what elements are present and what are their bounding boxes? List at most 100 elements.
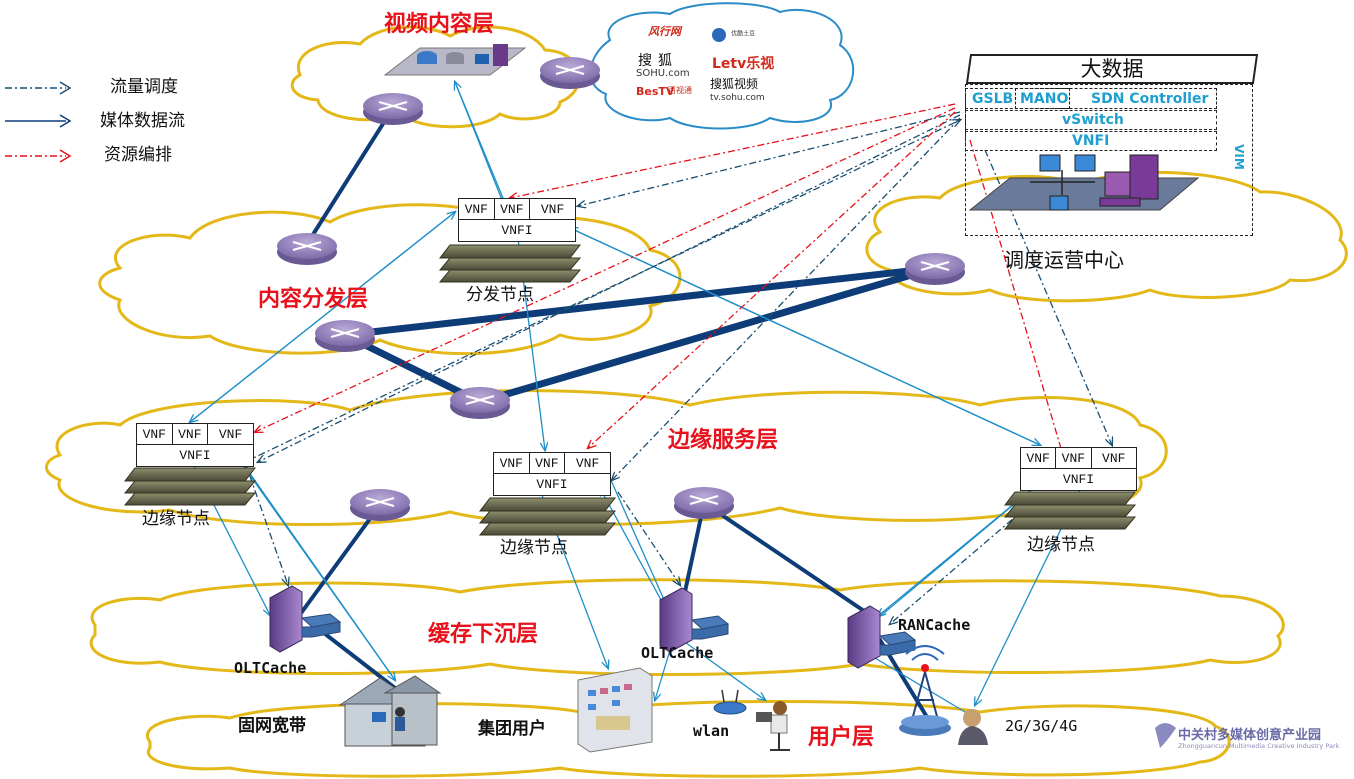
cloud-user — [146, 700, 1231, 778]
vnf-cell: VNF — [137, 424, 173, 444]
layer-title-content-distribution: 内容分发层 — [258, 287, 369, 312]
vnf-cell: VNF — [530, 453, 566, 473]
traffic-scheduling-flows — [244, 111, 1112, 624]
vnf-box-edge-right: VNF VNF VNF VNFI — [1020, 447, 1137, 491]
vnfi-cell: VNFI — [179, 448, 211, 463]
layer-title-edge-service: 边缘服务层 — [668, 428, 779, 453]
edge-node-label-left: 边缘节点 — [142, 509, 210, 529]
router-icon — [363, 93, 423, 125]
vswitch-row — [965, 110, 1217, 130]
provider-sohu-video-logo: 搜狐视频 — [710, 77, 759, 91]
router-icon — [315, 320, 375, 352]
mano-label: MANO — [1020, 91, 1069, 107]
router-icon — [674, 487, 734, 519]
vnf-cell: VNF — [173, 424, 209, 444]
provider-bestv-cn-label: 百视通 — [668, 86, 692, 95]
gslb-label: GSLB — [972, 91, 1014, 107]
link-olt1-to-home — [318, 628, 397, 690]
vnfi-cell: VNFI — [501, 223, 533, 238]
sdn-controller-label: SDN Controller — [1091, 91, 1209, 107]
vnfi-cell: VNFI — [1062, 472, 1095, 487]
big-data-banner: 大数据 — [965, 54, 1259, 84]
provider-pps-label: 优酷土豆 — [731, 30, 756, 38]
layer-title-video-content: 视频内容层 — [384, 12, 495, 37]
orchestrator-row — [965, 88, 1217, 109]
vnf-cell: VNF — [495, 199, 531, 219]
link-edge-to-control-router — [476, 264, 939, 406]
router-icon — [540, 57, 600, 89]
watermark-name: 中关村多媒体创意产业园 — [1178, 728, 1322, 743]
link-edge-router-to-olt1 — [294, 503, 382, 622]
olt-cache-server-icon — [659, 587, 730, 653]
vim-label: VIM — [1231, 144, 1246, 170]
ran-cache-server-icon — [847, 605, 917, 669]
pps-circle-icon — [712, 27, 726, 42]
wlan-router-icon — [713, 689, 747, 715]
edge-node-label-right: 边缘节点 — [1027, 535, 1095, 555]
link-video-to-dist-router — [305, 106, 395, 246]
layer-title-user: 用户层 — [808, 725, 875, 750]
distribution-node-label: 分发节点 — [466, 285, 534, 305]
enterprise-building-icon — [577, 667, 653, 753]
cloud-video-content — [290, 25, 581, 129]
control-center-platform-icon — [968, 154, 1200, 211]
router-icon — [350, 489, 410, 521]
provider-pps-logo: 优酷土豆 — [712, 26, 755, 42]
control-center-frame — [965, 84, 1253, 236]
vnfi-cell: VNFI — [536, 477, 568, 492]
ran-cache-label: RANCache — [898, 616, 971, 634]
vnf-cell: VNF — [218, 426, 243, 442]
cloud-providers — [589, 2, 855, 130]
link-dist-to-control-router — [341, 264, 939, 339]
server-stack-icon — [438, 244, 582, 283]
vnf-cell: VNF — [1021, 448, 1057, 468]
vnf-cell: VNF — [1056, 448, 1092, 468]
resource-orchestration-flows — [255, 103, 1065, 462]
provider-bestv-logo: BesTV — [636, 85, 675, 98]
thick-links — [294, 106, 939, 724]
provider-sohu-logo: 搜狐 — [638, 53, 678, 69]
router-icon — [277, 233, 337, 265]
server-stack-icon — [123, 467, 257, 506]
mobile-user-icon — [958, 709, 988, 745]
watermark-logo-icon — [1155, 723, 1176, 748]
home-user-icon — [338, 675, 442, 747]
vnf-cell: VNF — [459, 199, 495, 219]
control-center-name: 调度运营中心 — [1004, 248, 1124, 272]
layer-title-cache-sinking: 缓存下沉层 — [428, 622, 539, 647]
olt-cache-label-center: OLTCache — [641, 644, 714, 662]
server-stack-icon — [1003, 491, 1137, 530]
fixed-broadband-label: 固网宽带 — [238, 716, 306, 736]
big-data-label: 大数据 — [1080, 57, 1144, 81]
wlan-label: wlan — [693, 722, 730, 740]
vnf-cell: VNF — [540, 201, 565, 217]
vswitch-label: vSwitch — [1062, 112, 1124, 128]
legend-resource-orchestration-label: 资源编排 — [104, 145, 172, 165]
server-stack-icon — [478, 497, 617, 536]
legend-traffic-scheduling-label: 流量调度 — [110, 77, 178, 97]
video-server-platform-icon — [383, 44, 527, 76]
cell-tower-icon — [899, 645, 951, 736]
router-icon — [450, 387, 510, 419]
legend-lines — [5, 81, 72, 163]
vnf-box-edge-center: VNF VNF VNF VNFI — [493, 452, 611, 496]
legend-media-data-flow-label: 媒体数据流 — [100, 111, 185, 131]
provider-sohu-domain: SOHU.com — [636, 68, 690, 79]
enterprise-user-label: 集团用户 — [478, 719, 546, 739]
provider-fengxing-logo: 风行网 — [648, 25, 681, 38]
vnf-box-edge-left: VNF VNF VNF VNFI — [136, 423, 254, 467]
vnf-box-distribution: VNF VNF VNF VNFI — [458, 198, 576, 242]
router-icon — [905, 253, 965, 285]
vnf-cell: VNF — [1102, 450, 1126, 466]
provider-letv-logo: Letv乐视 — [712, 56, 775, 72]
vnf-cell: VNF — [494, 453, 530, 473]
watermark-subtitle: Zhongguancun Multimedia Creative Industr… — [1178, 742, 1340, 750]
nfvi-label: VNFI — [1072, 133, 1110, 149]
link-edge-router-to-ran — [702, 501, 872, 617]
olt-cache-label-left: OLTCache — [234, 659, 307, 677]
wlan-user-icon — [756, 701, 790, 751]
vnf-cell: VNF — [575, 455, 600, 471]
olt-cache-server-icon — [269, 585, 342, 653]
